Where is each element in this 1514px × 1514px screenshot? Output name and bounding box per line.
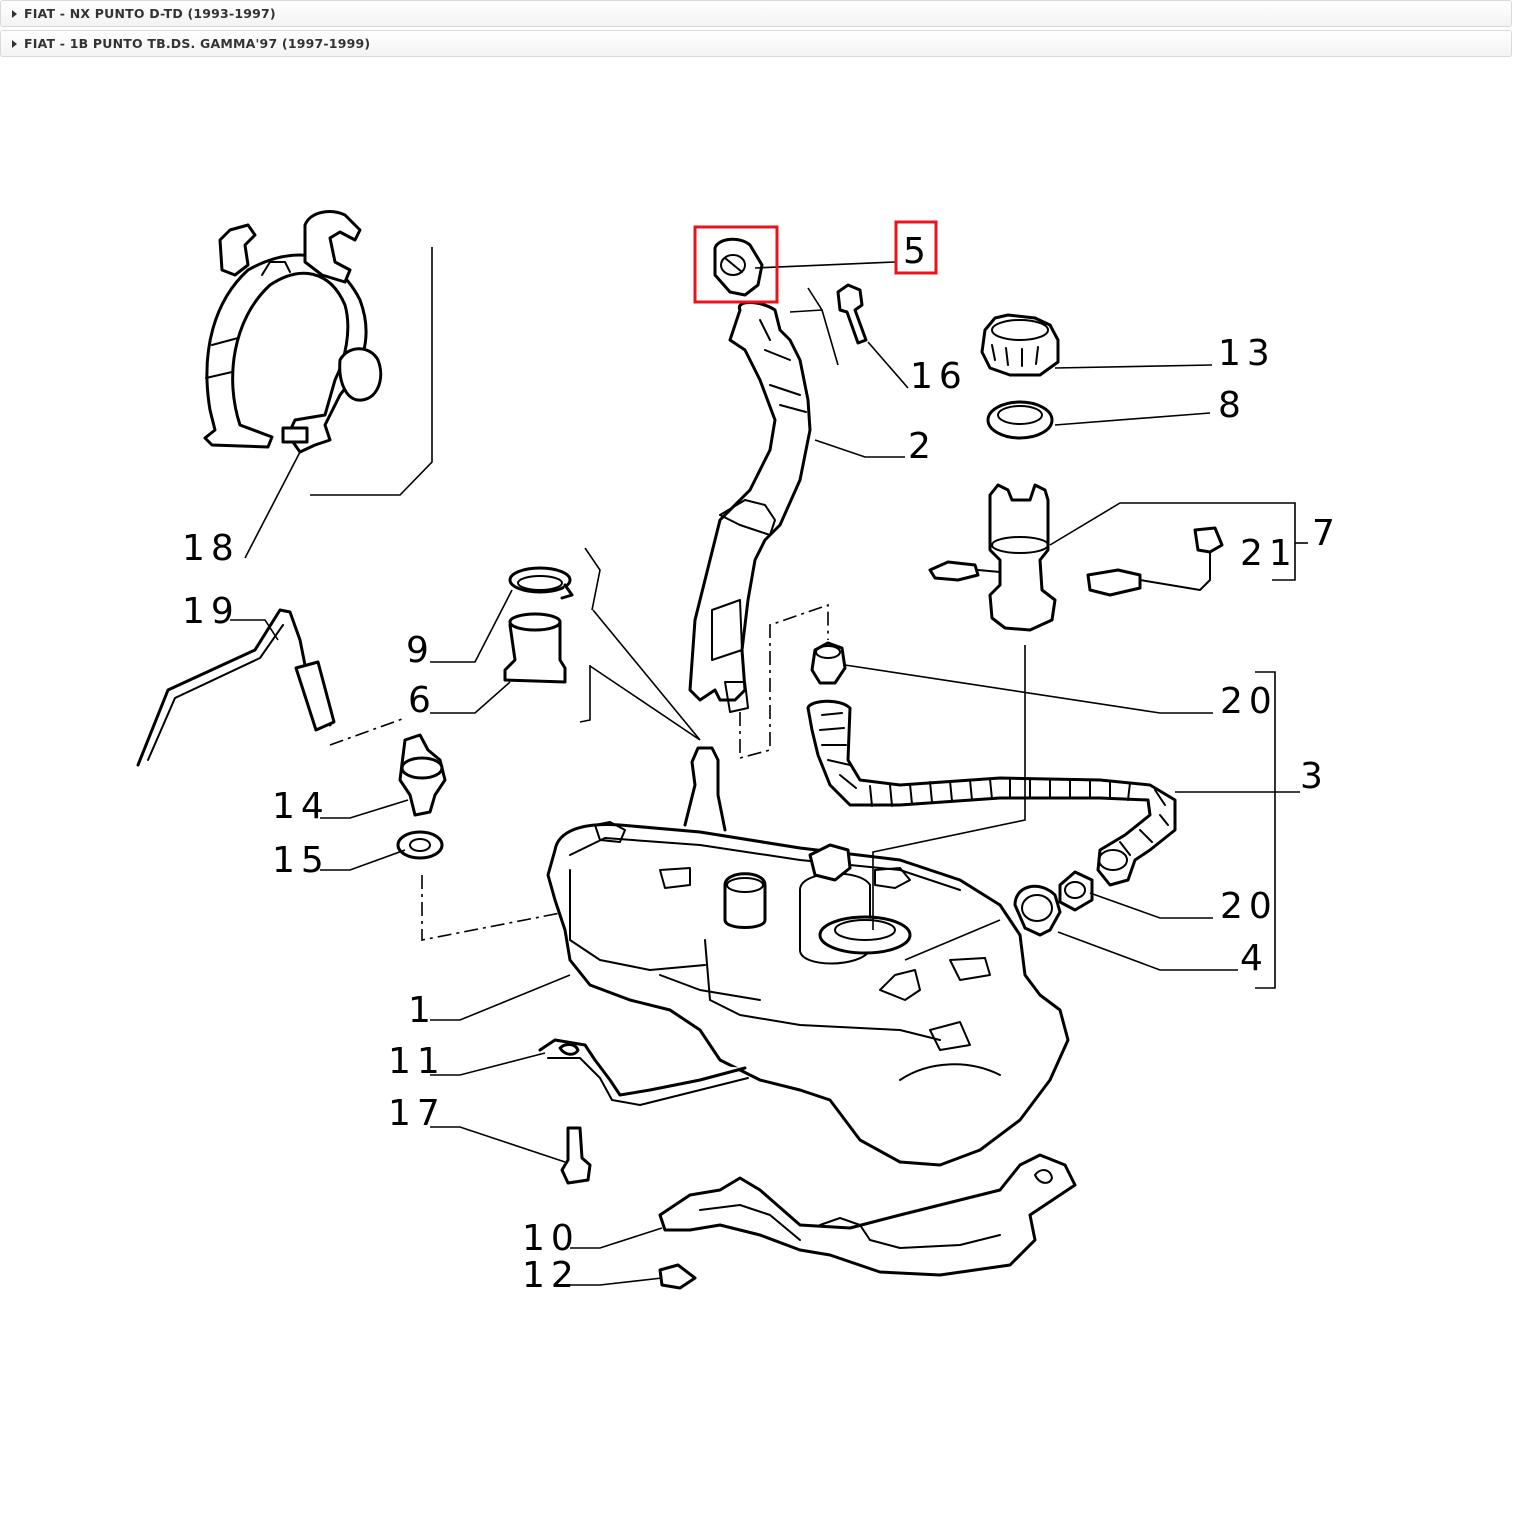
callout-11[interactable]: 11 <box>388 1041 446 1082</box>
callout-17[interactable]: 17 <box>388 1093 446 1134</box>
part-13-lock-ring <box>980 313 1060 377</box>
callout-4[interactable]: 4 <box>1240 938 1269 979</box>
sleeve-outline-1 <box>584 547 601 611</box>
part-16-bolt <box>836 283 868 345</box>
part-9-clamp <box>508 566 574 600</box>
part-5-cap <box>713 237 764 297</box>
accordion-item-label: FIAT - 1B PUNTO TB.DS. GAMMA'97 (1997-19… <box>24 36 371 51</box>
hose-to-tank-line <box>904 919 1001 961</box>
pump-to-tank-line <box>872 645 1026 930</box>
part-18-bracket <box>203 210 383 454</box>
callout-20-upper[interactable]: 20 <box>1220 681 1278 722</box>
model-accordion: FIAT - NX PUNTO D-TD (1993-1997) FIAT - … <box>0 0 1512 60</box>
callout-18[interactable]: 18 <box>182 528 240 569</box>
dash-line-neck-20 <box>739 603 829 760</box>
part-4-clamp-ring <box>1013 884 1062 937</box>
part-7-pump <box>928 483 1057 632</box>
sleeve-outline-2 <box>579 665 591 723</box>
bracket-7-21 <box>1049 502 1296 581</box>
neck-outline-1 <box>807 287 839 366</box>
callout-16[interactable]: 16 <box>910 356 968 397</box>
callout-1[interactable]: 1 <box>408 990 437 1031</box>
callout-15[interactable]: 15 <box>272 840 330 881</box>
callout-10[interactable]: 10 <box>522 1218 580 1259</box>
highlight-box-label <box>894 220 938 275</box>
part-6-sleeve <box>503 612 567 684</box>
leader-lines <box>230 261 1300 1286</box>
highlight-box-part <box>693 225 779 304</box>
part-17-bolt <box>560 1126 592 1185</box>
callout-6[interactable]: 6 <box>408 680 437 721</box>
callout-5[interactable]: 5 <box>903 231 932 272</box>
part-20-grommet-upper <box>810 641 847 685</box>
callout-14[interactable]: 14 <box>272 786 330 827</box>
caret-right-icon <box>12 9 17 18</box>
callout-3[interactable]: 3 <box>1300 756 1329 797</box>
callout-20-lower[interactable]: 20 <box>1220 886 1278 927</box>
part-15-grommet <box>396 830 444 860</box>
sleeve-outline-3 <box>589 609 701 741</box>
bracket-outline <box>310 247 433 496</box>
part-12-clip <box>658 1263 697 1290</box>
callout-labels: 1 2 3 4 5 6 7 8 9 10 11 12 13 14 15 16 1… <box>182 231 1341 1296</box>
callout-7[interactable]: 7 <box>1312 513 1341 554</box>
part-14-valve <box>398 733 447 817</box>
part-3-hose <box>806 699 1177 887</box>
part-10-bracket <box>658 1153 1077 1277</box>
part-20-grommet-lower <box>1058 870 1094 912</box>
part-11-strap <box>538 1038 749 1106</box>
part-1-fuel-tank <box>546 746 1070 1167</box>
accordion-item-1b-punto[interactable]: FIAT - 1B PUNTO TB.DS. GAMMA'97 (1997-19… <box>0 30 1512 57</box>
part-8-seal <box>986 400 1054 440</box>
part-2-filler-neck <box>688 301 812 713</box>
bracket-3 <box>1255 671 1276 989</box>
accordion-item-label: FIAT - NX PUNTO D-TD (1993-1997) <box>24 6 276 21</box>
neck-outline-2 <box>789 309 823 313</box>
callout-12[interactable]: 12 <box>522 1255 580 1296</box>
callout-19[interactable]: 19 <box>182 591 240 632</box>
part-21-sensor <box>1086 526 1224 597</box>
callout-8[interactable]: 8 <box>1218 385 1247 426</box>
accordion-item-nx-punto[interactable]: FIAT - NX PUNTO D-TD (1993-1997) <box>0 0 1512 27</box>
part-19-pipe <box>136 608 336 767</box>
dash-line-19-14 <box>329 717 406 746</box>
callout-9[interactable]: 9 <box>406 630 435 671</box>
callout-2[interactable]: 2 <box>908 426 937 467</box>
callout-21[interactable]: 21 <box>1240 533 1298 574</box>
caret-right-icon <box>12 39 17 48</box>
callout-13[interactable]: 13 <box>1218 333 1276 374</box>
